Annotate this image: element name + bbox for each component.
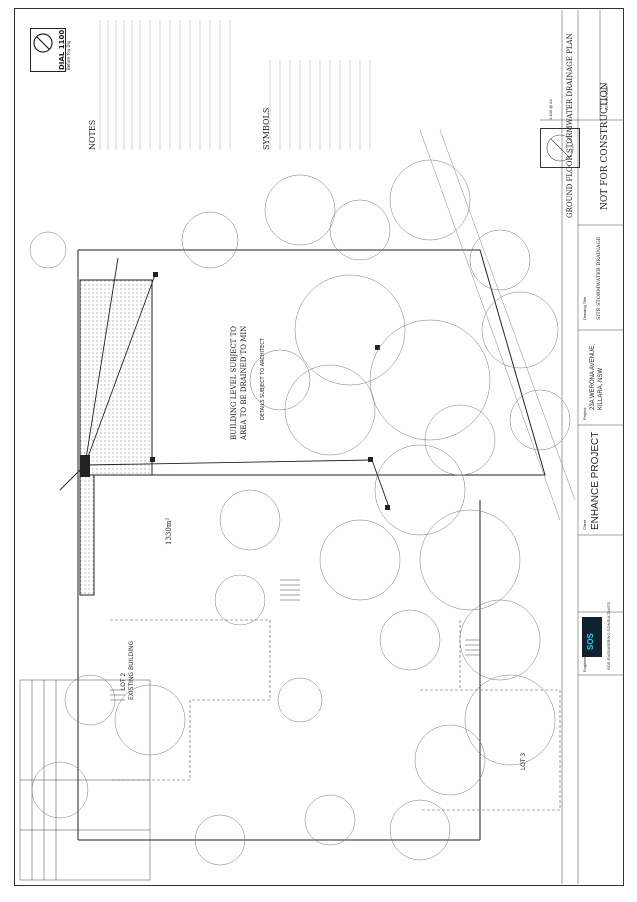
consultant-name: SOS ENGINEERING CONSULTANTS (606, 602, 611, 670)
lot-3-label: LOT 3 (520, 752, 527, 770)
project-label: Project (582, 407, 587, 420)
existing-building-label: EXISTING BUILDING (128, 640, 135, 700)
drawing-title: GROUND FLOOR STORMWATER DRAINAGE PLAN (566, 33, 574, 218)
dial-label: DIAL 1100 (58, 29, 66, 70)
logo-text: SOS (586, 633, 595, 650)
building-level-note-2: AREA TO BE DRAINED TO MIN (240, 325, 248, 440)
project-line-1: 23A WERONA AVENUE, (590, 344, 596, 410)
dial-icon (33, 33, 53, 53)
consultant-logo (582, 617, 602, 657)
stamp-icon (546, 134, 574, 162)
site-area-label: 1330m² (165, 517, 173, 545)
symbols-heading: SYMBOLS (262, 107, 271, 150)
drawing-label: Drawing Title (582, 296, 587, 320)
client-label: Client (582, 519, 587, 530)
scale-label: 1:100 @ A1 (548, 99, 553, 120)
client-name: ENHANCE PROJECT (590, 431, 601, 530)
drawing-small-title: SITE STORMWATER DRAINAGE (596, 236, 602, 320)
project-line-2: KILLARA, NSW (598, 367, 604, 410)
lot-2-label: LOT 2 (120, 672, 127, 690)
notes-heading: NOTES (88, 119, 97, 150)
dial-sub-label: Before You Dig (66, 40, 71, 70)
building-level-note-3: DETAILS SUBJECT TO ARCHITECT (260, 338, 266, 420)
building-level-note: BUILDING LEVEL SUBJECT TO (230, 326, 238, 440)
drawing-sheet (14, 8, 624, 886)
date-label: 22 NOV 2019 (604, 85, 609, 110)
consultant-stamp (540, 128, 580, 168)
dial-before-you-dig-logo (30, 28, 66, 72)
